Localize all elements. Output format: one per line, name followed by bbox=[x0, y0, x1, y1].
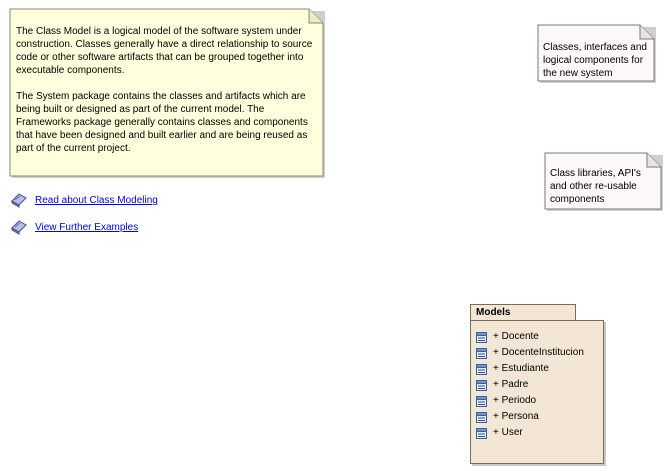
class-name: + Estudiante bbox=[493, 363, 549, 374]
read-about-class-modeling-link[interactable]: Read about Class Modeling bbox=[35, 195, 158, 206]
libraries-note: Class libraries, API's and other re-usab… bbox=[544, 152, 663, 211]
package-title: Models bbox=[476, 307, 511, 318]
note-text: The Class Model is a logical model of th… bbox=[16, 26, 313, 154]
book-icon bbox=[11, 193, 27, 208]
class-name: + User bbox=[493, 427, 523, 438]
classes-note: Classes, interfaces and logical componen… bbox=[537, 24, 656, 83]
class-name: + Periodo bbox=[493, 395, 537, 406]
class-name: + Docente bbox=[493, 331, 539, 342]
class-icon bbox=[476, 412, 487, 423]
class-icon bbox=[476, 428, 487, 439]
class-icon bbox=[476, 396, 487, 407]
view-further-examples-link[interactable]: View Further Examples bbox=[35, 222, 139, 233]
book-icon bbox=[11, 220, 27, 235]
package-tab: Models bbox=[470, 304, 576, 321]
models-package[interactable]: + Docente + DocenteInstitucion + bbox=[470, 304, 604, 464]
class-model-note: The Class Model is a logical model of th… bbox=[9, 8, 325, 178]
note-shape bbox=[544, 152, 663, 211]
note-text: Classes, interfaces and logical componen… bbox=[543, 42, 647, 79]
note-text: Class libraries, API's and other re-usab… bbox=[550, 168, 641, 205]
package-body: + Docente + DocenteInstitucion + bbox=[470, 320, 604, 464]
class-name: + Padre bbox=[493, 379, 529, 390]
class-icon bbox=[476, 348, 487, 359]
class-name: + DocenteInstitucion bbox=[493, 347, 584, 358]
note-shape bbox=[537, 24, 656, 83]
class-icon bbox=[476, 332, 487, 343]
class-icon bbox=[476, 364, 487, 375]
class-icon bbox=[476, 380, 487, 391]
class-name: + Persona bbox=[493, 411, 539, 422]
note-shape bbox=[9, 8, 325, 178]
